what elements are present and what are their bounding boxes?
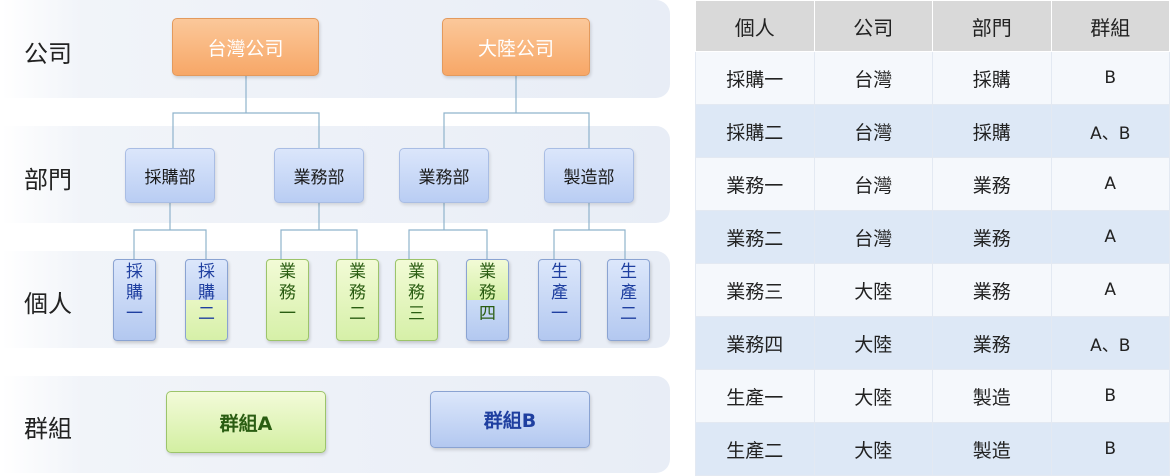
level-label-group: 群組: [24, 415, 72, 443]
table-row: 生產一 大陸 製造 B: [695, 369, 1170, 423]
cell-person: 業務四: [695, 316, 815, 370]
cell-company: 台灣: [813, 210, 933, 264]
cell-person: 業務二: [695, 210, 815, 264]
cell-company: 大陸: [813, 422, 933, 476]
cell-group: A: [1050, 157, 1170, 211]
cell-department: 業務: [932, 157, 1052, 211]
connector-persons-1: [133, 229, 207, 259]
person-purchasing-2: 採 購 二: [185, 259, 228, 341]
table-row: 採購二 台灣 採購 A、B: [695, 104, 1170, 158]
cell-company: 台灣: [813, 51, 933, 105]
cell-company: 台灣: [813, 104, 933, 158]
connector-cn-depts: [443, 112, 590, 148]
cell-person: 生產一: [695, 369, 815, 423]
person-purchasing-1: 採 購 一: [113, 259, 156, 341]
person-char: 務: [479, 283, 496, 303]
person-sales-2: 業 務 二: [336, 259, 379, 341]
person-char: 業: [479, 262, 496, 282]
connector-tw-depts: [172, 112, 320, 148]
column-header-company: 公司: [813, 0, 933, 52]
person-production-2: 生 產 二: [607, 259, 650, 341]
person-char: 購: [198, 283, 215, 303]
level-label-company: 公司: [24, 40, 72, 68]
person-char: 產: [551, 283, 568, 303]
cell-department: 業務: [932, 316, 1052, 370]
cell-group: B: [1050, 369, 1170, 423]
person-char: 採: [198, 262, 215, 282]
group-b: 群組B: [430, 391, 590, 448]
membership-table: 個人 公司 部門 群組 採購一 台灣 採購 B 採購二 台灣 採購 A、B 業務…: [695, 0, 1170, 476]
person-char: 二: [349, 304, 366, 324]
person-char: 四: [479, 304, 496, 324]
column-header-group: 群組: [1050, 0, 1170, 52]
person-char: 一: [551, 304, 568, 324]
department-manufacturing: 製造部: [544, 148, 634, 203]
cell-company: 台灣: [813, 157, 933, 211]
person-char: 二: [198, 304, 215, 324]
cell-group: A、B: [1050, 316, 1170, 370]
org-diagram: 公司 部門 個人 群組 台灣公司 大陸公司 採購部 業務部 業務部 製造部: [2, 0, 670, 473]
table-row: 採購一 台灣 採購 B: [695, 51, 1170, 105]
connector-persons-2: [280, 229, 358, 259]
cell-person: 採購一: [695, 51, 815, 105]
department-sales-cn: 業務部: [399, 148, 489, 203]
cell-person: 業務三: [695, 263, 815, 317]
cell-group: B: [1050, 422, 1170, 476]
cell-person: 生產二: [695, 422, 815, 476]
person-char: 生: [620, 262, 637, 282]
person-char: 採: [126, 262, 143, 282]
table-row: 生產二 大陸 製造 B: [695, 422, 1170, 476]
column-header-person: 個人: [695, 0, 815, 52]
person-char: 務: [279, 283, 296, 303]
connector-lines: [133, 76, 626, 259]
connector-persons-3: [408, 229, 488, 259]
cell-person: 採購二: [695, 104, 815, 158]
table-row: 業務三 大陸 業務 A: [695, 263, 1170, 317]
cell-department: 製造: [932, 369, 1052, 423]
person-char: 二: [620, 304, 637, 324]
table-row: 業務四 大陸 業務 A、B: [695, 316, 1170, 370]
cell-person: 業務一: [695, 157, 815, 211]
person-char: 業: [279, 262, 296, 282]
person-sales-4: 業 務 四: [466, 259, 509, 341]
level-label-person: 個人: [24, 290, 72, 318]
person-char: 三: [408, 304, 425, 324]
person-char: 務: [349, 283, 366, 303]
person-char: 購: [126, 283, 143, 303]
company-mainland: 大陸公司: [442, 18, 590, 76]
connector-persons-4: [553, 229, 626, 259]
cell-department: 業務: [932, 263, 1052, 317]
table-row: 業務一 台灣 業務 A: [695, 157, 1170, 211]
group-a: 群組A: [166, 391, 326, 453]
column-header-department: 部門: [932, 0, 1052, 52]
person-char: 業: [408, 262, 425, 282]
person-sales-3: 業 務 三: [395, 259, 438, 341]
department-purchasing: 採購部: [125, 148, 215, 203]
person-char: 生: [551, 262, 568, 282]
cell-company: 大陸: [813, 316, 933, 370]
cell-group: A: [1050, 210, 1170, 264]
cell-company: 大陸: [813, 369, 933, 423]
cell-group: B: [1050, 51, 1170, 105]
person-char: 一: [279, 304, 296, 324]
cell-group: A、B: [1050, 104, 1170, 158]
cell-department: 業務: [932, 210, 1052, 264]
level-label-department: 部門: [24, 166, 72, 194]
cell-department: 製造: [932, 422, 1052, 476]
person-production-1: 生 產 一: [538, 259, 581, 341]
person-char: 一: [126, 304, 143, 324]
cell-department: 採購: [932, 104, 1052, 158]
cell-group: A: [1050, 263, 1170, 317]
person-char: 業: [349, 262, 366, 282]
company-taiwan: 台灣公司: [172, 18, 319, 76]
table-header-row: 個人 公司 部門 群組: [695, 0, 1170, 52]
department-sales-tw: 業務部: [274, 148, 364, 203]
table-row: 業務二 台灣 業務 A: [695, 210, 1170, 264]
person-char: 務: [408, 283, 425, 303]
cell-company: 大陸: [813, 263, 933, 317]
cell-department: 採購: [932, 51, 1052, 105]
person-char: 產: [620, 283, 637, 303]
person-sales-1: 業 務 一: [266, 259, 309, 341]
